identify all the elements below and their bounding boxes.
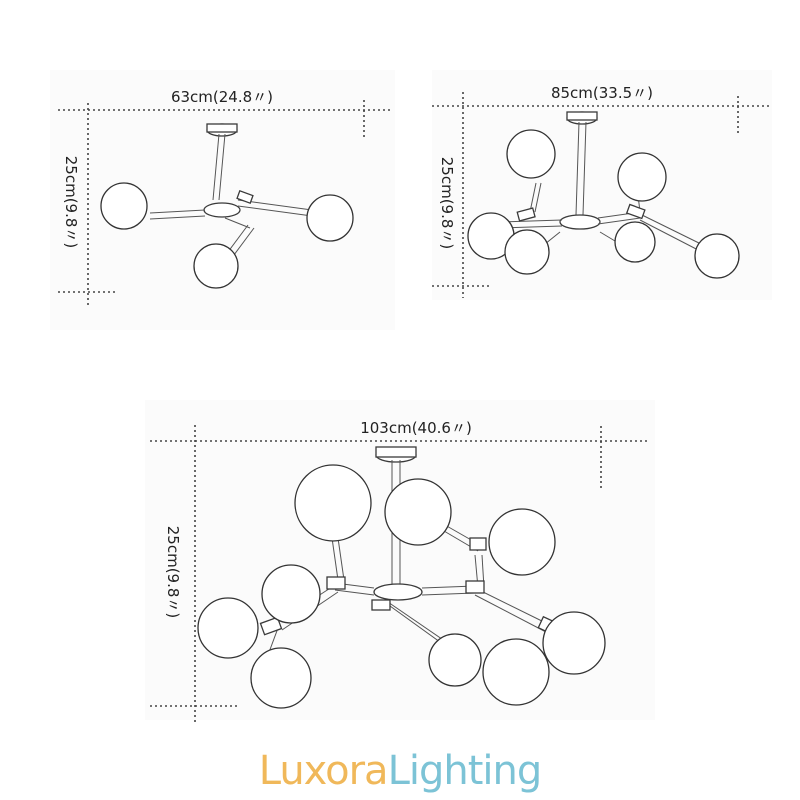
globe-bulb (294, 464, 372, 542)
globe-bulb (617, 152, 667, 202)
globe-bulb (197, 597, 259, 659)
globe-bulb (100, 182, 148, 230)
diagram-large-chandelier: 103cm(40.6〃) 25cm(9.8〃) (150, 419, 650, 722)
diagram-small-chandelier: 63cm(24.8〃) 25cm(9.8〃) (58, 88, 392, 305)
globe-bulb (506, 129, 556, 179)
chandelier-sketch (467, 111, 740, 279)
width-label: 63cm(24.8〃) (171, 88, 273, 106)
chandelier-sketch (100, 123, 354, 289)
brand-name-part1: Luxora (258, 748, 389, 794)
height-label: 25cm(9.8〃) (438, 157, 456, 250)
dimension-lines (150, 425, 650, 722)
globe-bulb (504, 229, 550, 275)
globe-bulb (306, 194, 354, 242)
globe-bulb (193, 243, 239, 289)
width-label: 85cm(33.5〃) (551, 84, 653, 102)
globe-bulb (428, 633, 482, 687)
globe-bulb (694, 233, 740, 279)
height-label: 25cm(9.8〃) (62, 156, 80, 249)
diagram-medium-chandelier: 85cm(33.5〃) 25cm(9.8〃) (432, 84, 772, 298)
brand-logo: LuxoraLighting (0, 748, 800, 794)
dimension-lines (58, 100, 392, 305)
globe-bulb (542, 611, 606, 675)
globe-bulb (482, 638, 550, 706)
dimension-lines (432, 92, 772, 298)
height-label: 25cm(9.8〃) (164, 526, 182, 619)
width-label: 103cm(40.6〃) (360, 419, 472, 437)
globe-bulb (261, 564, 321, 624)
globe-bulb (614, 221, 656, 263)
chandelier-sketch (197, 446, 606, 709)
brand-name-part2: Lighting (387, 748, 543, 794)
globe-bulb (384, 478, 452, 546)
globe-bulb (488, 508, 556, 576)
globe-bulb (250, 647, 312, 709)
